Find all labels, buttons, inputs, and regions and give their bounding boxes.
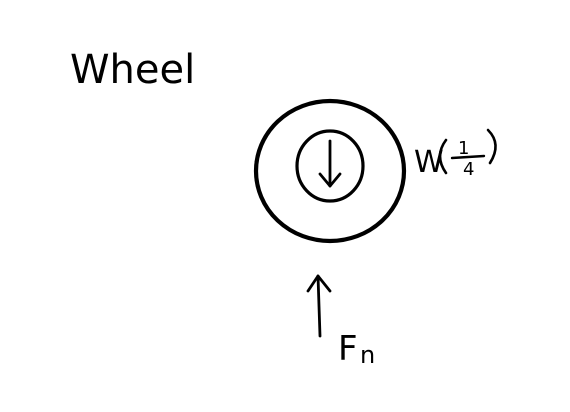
fraction-denominator: 4 [463, 159, 474, 180]
normal-force-label-subscript: n [360, 341, 375, 369]
normal-force-arrow [306, 274, 332, 338]
normal-force-label-base: F [338, 329, 358, 369]
weight-label-prefix: W [414, 145, 444, 180]
right-paren [486, 128, 497, 165]
wheel-inner-circle [295, 129, 365, 203]
weight-label: W 1 4 [414, 128, 497, 180]
normal-force-label: F n [338, 329, 375, 369]
fraction-bar [450, 154, 486, 160]
fraction-numerator: 1 [458, 138, 469, 159]
diagram-title: Wheel [70, 47, 195, 93]
weight-arrow [318, 139, 342, 188]
left-paren [438, 138, 448, 175]
wheel-outer-circle [253, 98, 407, 244]
